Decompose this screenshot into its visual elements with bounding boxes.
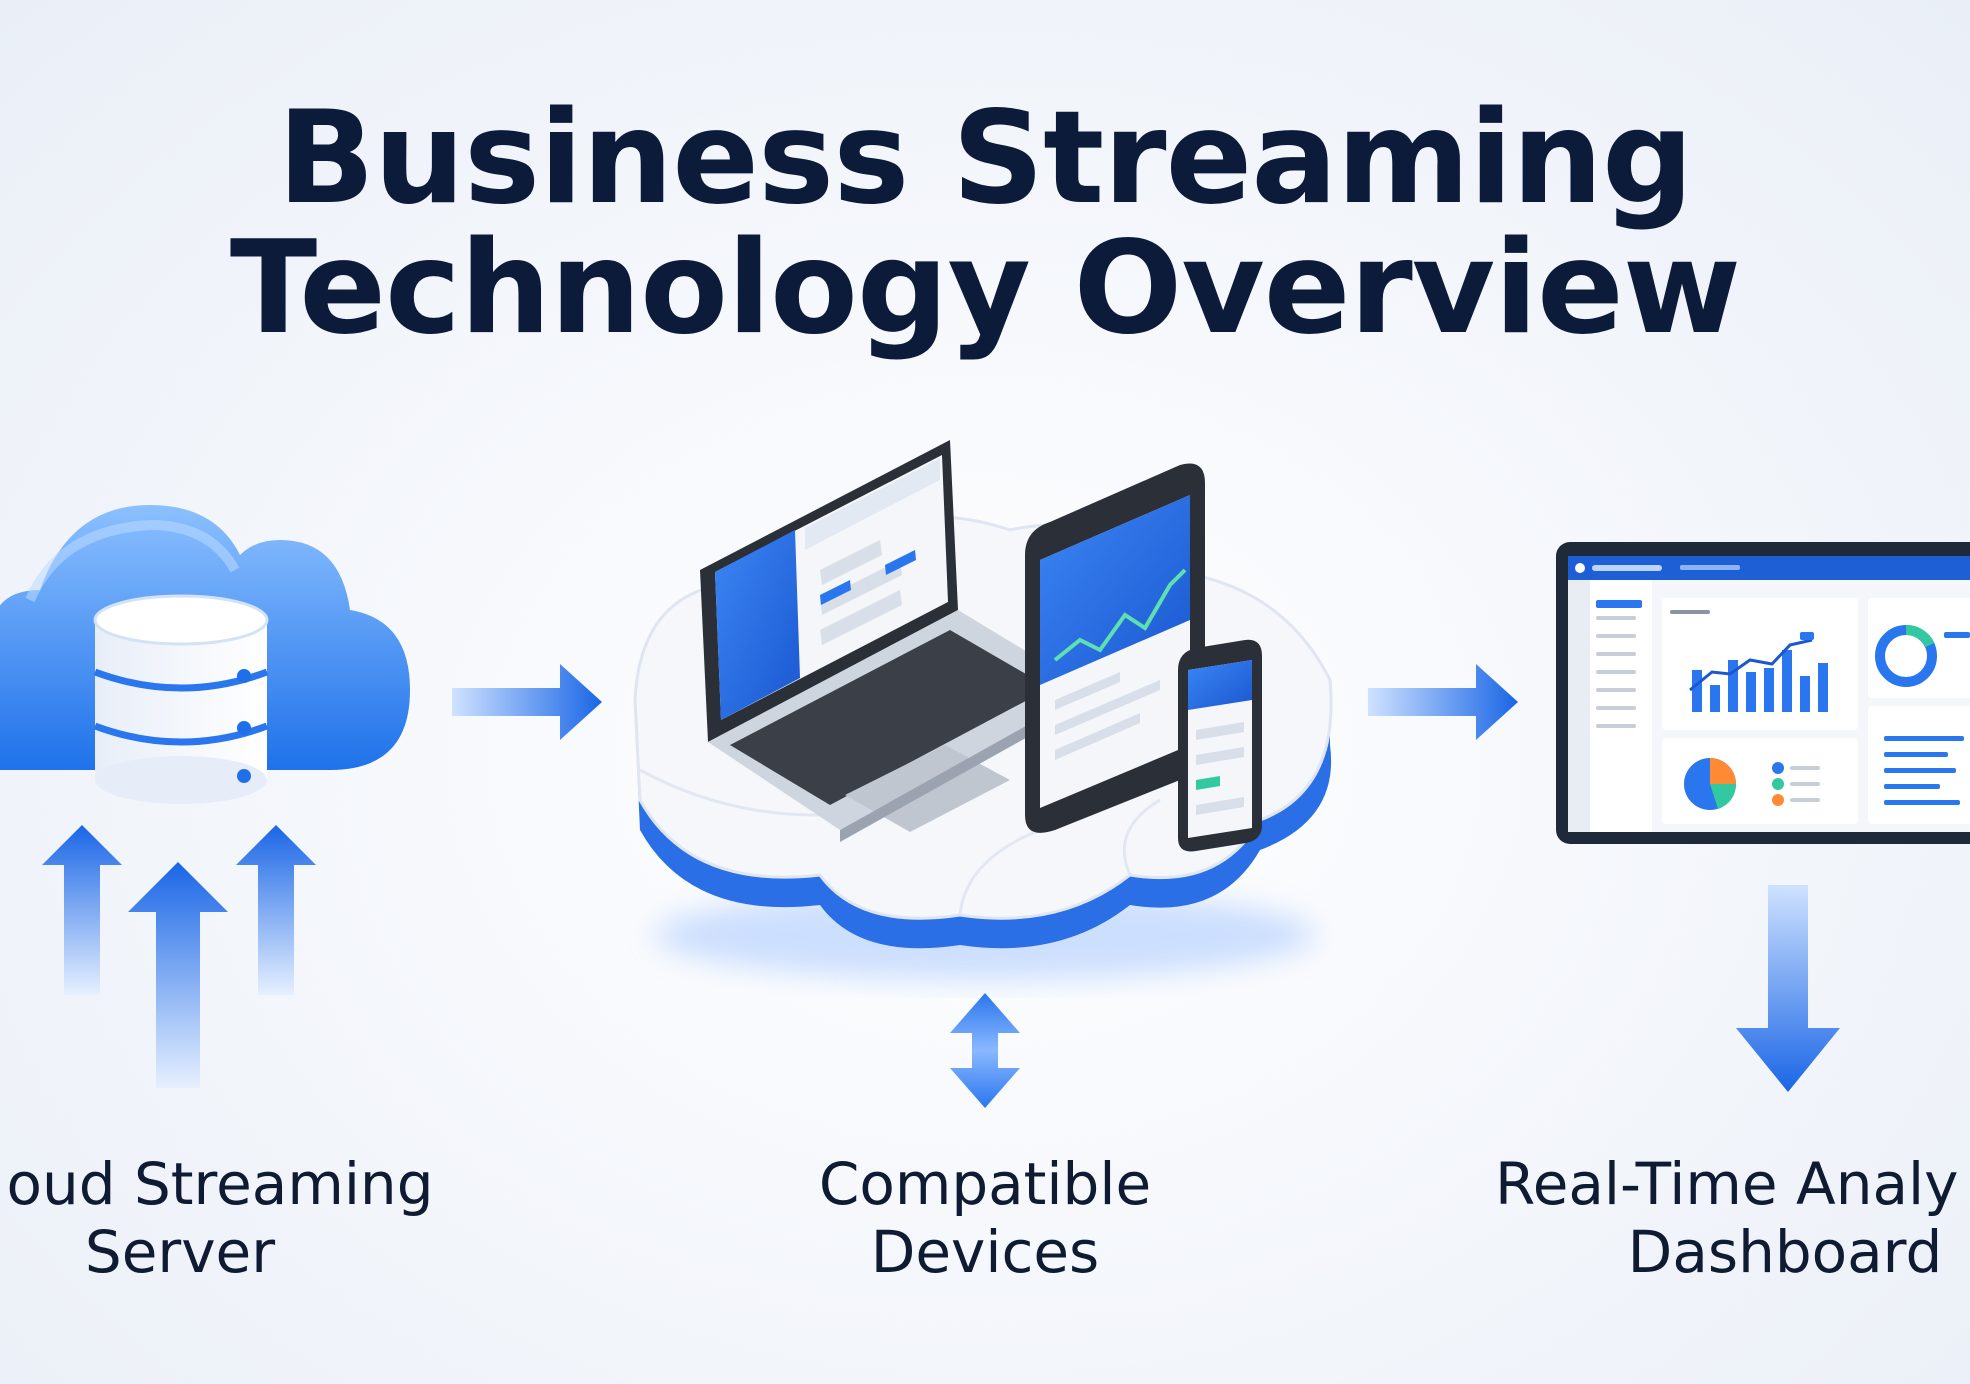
flow-arrow-down xyxy=(1736,885,1840,1092)
bidirectional-arrow-icon xyxy=(950,993,1020,1108)
page-title-line-1: Business Streaming xyxy=(277,84,1693,233)
page-title-line-2: Technology Overview xyxy=(229,214,1741,363)
upload-arrows-icon xyxy=(42,825,316,1088)
flow-arrow-right-1 xyxy=(452,664,602,740)
label-server-line-2: Server xyxy=(84,1218,276,1286)
label-devices-line-1: Compatible xyxy=(818,1150,1152,1218)
label-dashboard-line-1: Real-Time Analy xyxy=(1495,1150,1959,1218)
cloud-database-icon xyxy=(0,505,410,804)
analytics-monitor-icon xyxy=(1556,542,1970,844)
flow-arrow-right-2 xyxy=(1368,664,1518,740)
label-devices-line-2: Devices xyxy=(870,1218,1100,1286)
label-server-line-1: oud Streaming xyxy=(6,1150,434,1218)
devices-icon xyxy=(633,440,1333,980)
label-dashboard-line-2: Dashboard xyxy=(1627,1218,1943,1286)
